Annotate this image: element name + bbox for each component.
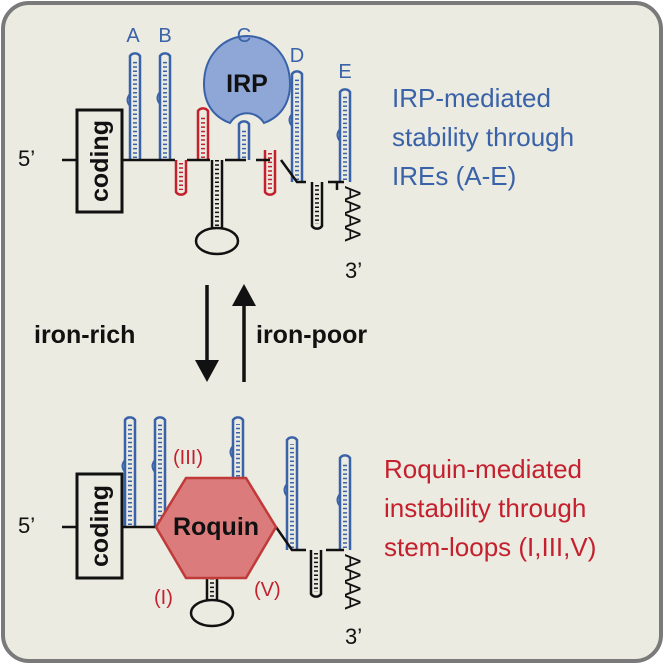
roquin-label: Roquin bbox=[173, 513, 259, 541]
bottom-coding-label: coding bbox=[86, 485, 114, 567]
bottom-ire-c-stem bbox=[229, 416, 245, 500]
loop-label-iii: (III) bbox=[173, 447, 203, 469]
bottom-ire-b-stem bbox=[151, 416, 167, 527]
red-down-stem-1 bbox=[174, 160, 188, 196]
top-stem-loops bbox=[126, 52, 352, 256]
black-big-loop-top bbox=[194, 160, 240, 256]
top-3prime-label: 3’ bbox=[345, 258, 362, 283]
ire-a-stem bbox=[126, 52, 142, 160]
bottom-poly-a: AAAA bbox=[340, 554, 365, 610]
bottom-ire-a-stem bbox=[121, 416, 137, 527]
ire-label-a: A bbox=[126, 25, 140, 47]
top-coding-box bbox=[75, 108, 124, 214]
irp-label: IRP bbox=[226, 70, 268, 98]
ire-c-stem bbox=[237, 120, 251, 160]
top-coding-label: coding bbox=[86, 120, 114, 202]
roquin-protein bbox=[154, 476, 278, 580]
bottom-coding-box bbox=[75, 472, 124, 580]
top-description-line-3: IREs (A-E) bbox=[392, 161, 516, 191]
red-down-stem-2 bbox=[263, 150, 277, 196]
up-arrow-head bbox=[232, 284, 256, 306]
black-down-stem-top bbox=[310, 182, 324, 230]
bottom-description-line-1: Roquin-mediated bbox=[384, 454, 582, 484]
red-stem-2 bbox=[196, 107, 210, 160]
irp-protein bbox=[202, 34, 292, 125]
ire-label-e: E bbox=[338, 61, 351, 83]
black-big-loop-bottom bbox=[189, 578, 235, 628]
iron-poor-label: iron-poor bbox=[256, 321, 367, 349]
bottom-ire-d-stem bbox=[283, 436, 299, 550]
top-mrna-panel: coding 5’ IRP A B C D E AAAA 3’ IRP-medi… bbox=[18, 25, 574, 283]
down-arrow-head bbox=[195, 360, 219, 382]
iron-rich-label: iron-rich bbox=[34, 321, 135, 349]
bottom-ire-e-stem bbox=[336, 454, 352, 550]
black-down-stem-bottom bbox=[309, 550, 323, 598]
top-5prime-label: 5’ bbox=[18, 146, 35, 171]
bottom-5prime-label: 5’ bbox=[18, 513, 35, 538]
bottom-mrna-panel: coding 5’ Roquin (III) (I) (V) AAAA 3’ R… bbox=[18, 416, 596, 649]
loop-label-i: (I) bbox=[154, 587, 173, 609]
ire-label-b: B bbox=[158, 25, 171, 47]
top-description-line-2: stability through bbox=[392, 122, 574, 152]
ire-b-stem bbox=[156, 52, 172, 160]
loop-label-v: (V) bbox=[254, 579, 281, 601]
bottom-description-line-2: instability through bbox=[384, 493, 586, 523]
bottom-stem-loops bbox=[121, 416, 352, 628]
bottom-3prime-label: 3’ bbox=[345, 624, 362, 649]
top-poly-a: AAAA bbox=[340, 186, 365, 242]
ire-label-d: D bbox=[290, 45, 304, 67]
transition-arrows: iron-rich iron-poor bbox=[34, 284, 367, 382]
top-description-line-1: IRP-mediated bbox=[392, 83, 551, 113]
ire-d-stem bbox=[288, 70, 304, 182]
ire-label-c: C bbox=[237, 25, 251, 47]
bottom-description-line-3: stem-loops (I,III,V) bbox=[384, 532, 596, 562]
ire-e-stem bbox=[336, 88, 352, 182]
bottom-backbone-right bbox=[274, 526, 344, 552]
